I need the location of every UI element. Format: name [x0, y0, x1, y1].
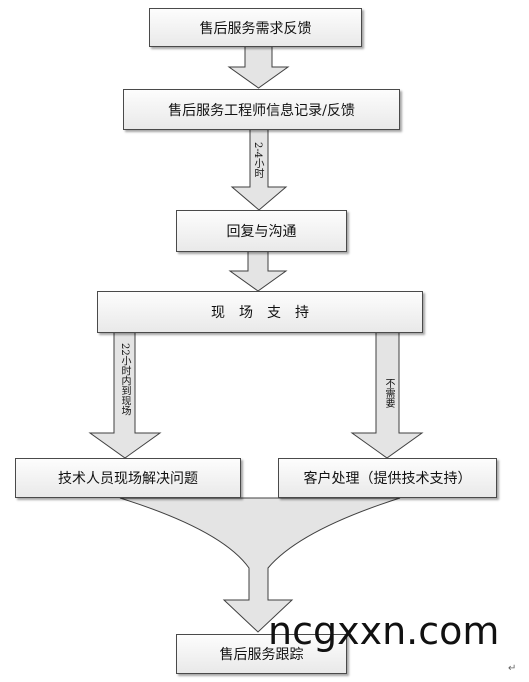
- label-22-hours-onsite: 22小时内到现场: [119, 343, 130, 416]
- box-onsite-support: 现场支持: [97, 291, 423, 333]
- label-not-needed: 不需要: [383, 378, 394, 408]
- arrow-engineer-to-reply: [230, 128, 288, 211]
- paragraph-return-icon: ↵: [508, 663, 517, 674]
- box-onsite-resolve: 技术人员现场解决问题: [15, 458, 241, 498]
- box-customer-handle: 客户处理（提供技术支持）: [278, 458, 497, 498]
- box-service-tracking: 售后服务跟踪: [176, 634, 347, 674]
- arrow-request-to-engineer: [227, 45, 290, 89]
- arrow-merge-to-tracking: [119, 497, 401, 633]
- label-2-4-hours: 2-4小时: [252, 142, 263, 179]
- arrow-reply-to-onsite: [228, 250, 288, 292]
- box-service-request: 售后服务需求反馈: [149, 8, 362, 47]
- box-engineer-record: 售后服务工程师信息记录/反馈: [123, 89, 400, 130]
- box-reply-communicate: 回复与沟通: [176, 210, 347, 252]
- watermark-text: ncgxxn.com: [268, 609, 500, 653]
- arrow-onsite-to-resolve: [88, 331, 162, 459]
- arrow-onsite-to-customer: [350, 331, 424, 459]
